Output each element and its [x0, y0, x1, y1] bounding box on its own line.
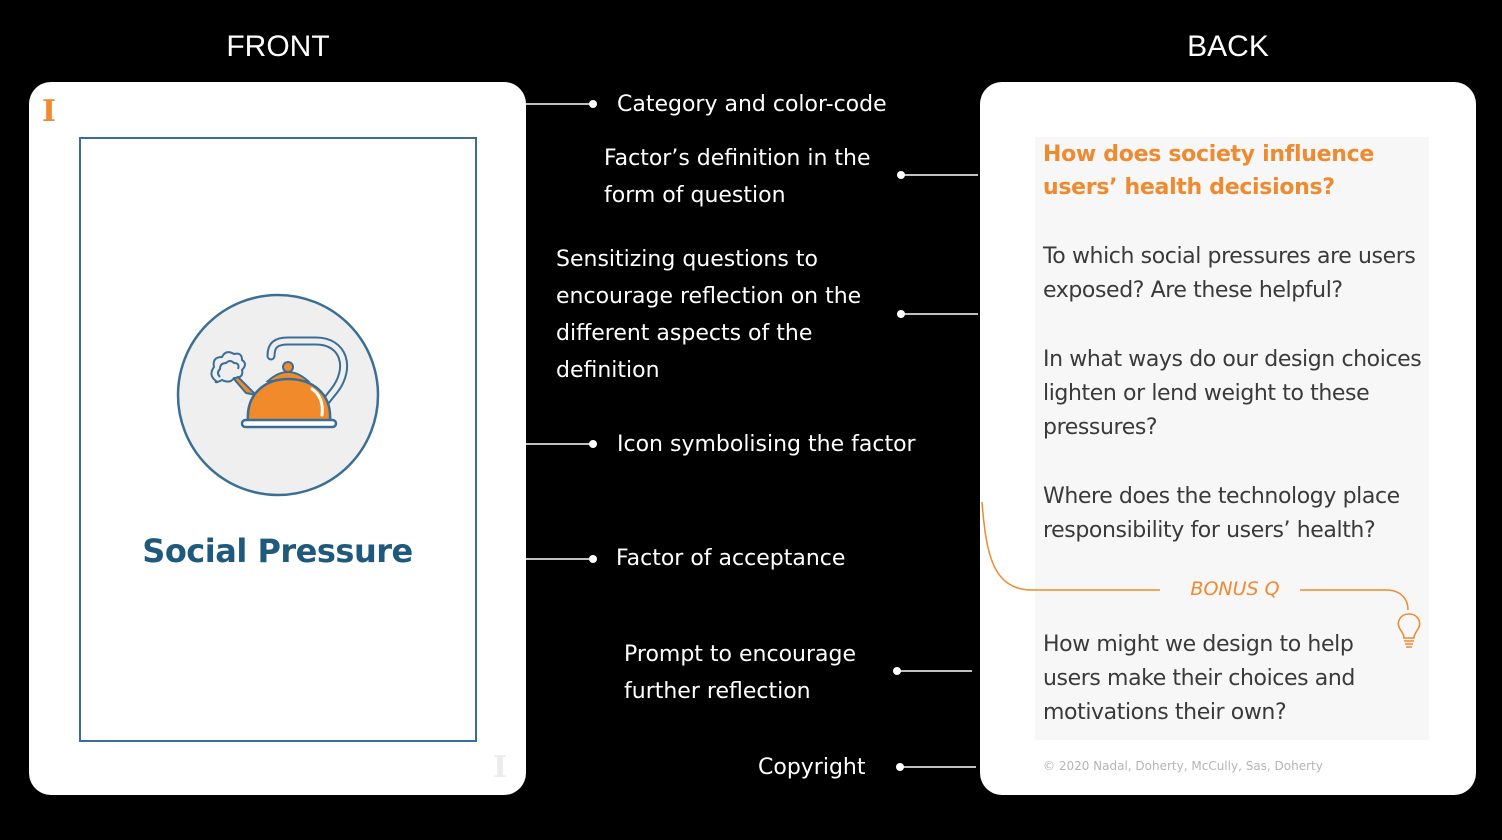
card-frame	[79, 137, 477, 742]
corner-category-mark: I	[493, 750, 508, 785]
front-heading: FRONT	[226, 30, 330, 63]
label-line: further reflection	[624, 679, 811, 704]
label-line: encourage reflection on the	[556, 284, 862, 309]
label-line: Factor’s definition in the	[604, 146, 871, 171]
front-card: I Social Pressure I	[29, 82, 526, 795]
label-line: form of question	[604, 183, 786, 208]
label-line: Sensitizing questions to	[556, 247, 818, 272]
label-icon: Icon symbolising the factor	[617, 432, 916, 457]
question-panel	[1035, 137, 1429, 740]
label-line: Prompt to encourage	[624, 642, 856, 667]
factor-title: Social Pressure	[142, 532, 413, 570]
label-prompt: Prompt to encourage further reflection	[624, 636, 856, 710]
copyright-text: © 2020 Nadal, Doherty, McCully, Sas, Doh…	[1043, 759, 1323, 773]
lightbulb-icon	[1397, 613, 1421, 648]
back-heading: BACK	[1187, 30, 1269, 63]
label-copyright: Copyright	[758, 755, 866, 780]
label-category: Category and color-code	[617, 92, 887, 117]
kettle-icon	[176, 293, 380, 497]
label-sensitizing: Sensitizing questions to encourage refle…	[556, 241, 861, 389]
bonus-question: How might we design to help users make t…	[1043, 632, 1355, 725]
sensitizing-question: In what ways do our design choices light…	[1043, 347, 1422, 440]
label-line: definition	[556, 358, 660, 383]
label-factor: Factor of acceptance	[616, 546, 846, 571]
category-mark: I	[42, 94, 57, 129]
definition-question: How does society influence users’ health…	[1043, 142, 1374, 200]
label-definition: Factor’s definition in the form of quest…	[604, 140, 871, 214]
label-line: different aspects of the	[556, 321, 813, 346]
bonus-label: BONUS Q	[1190, 578, 1280, 600]
sensitizing-question: To which social pressures are users expo…	[1043, 244, 1416, 303]
back-card: How does society influence users’ health…	[980, 82, 1476, 795]
